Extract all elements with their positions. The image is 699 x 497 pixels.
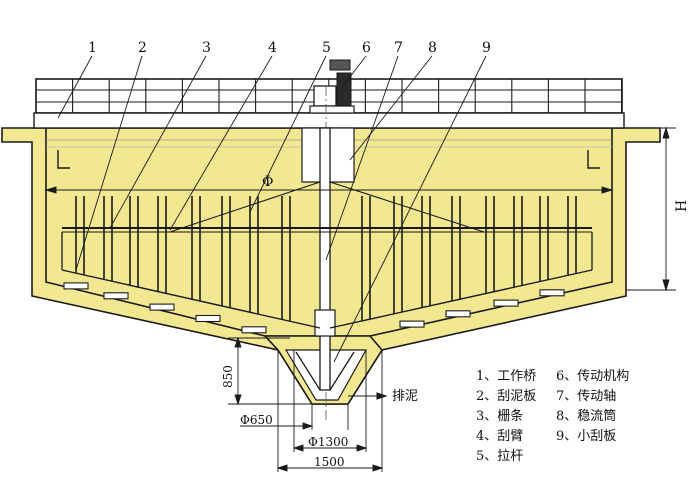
callout-number: 2: [138, 40, 147, 56]
drive-mechanism: [309, 59, 355, 114]
callout-leader: [339, 55, 367, 91]
width-1500-label: 1500: [314, 455, 345, 469]
legend-item: 2、刮泥板: [476, 389, 536, 404]
phi-1300-label: Φ1300: [308, 435, 348, 449]
scraper-blade: [399, 320, 425, 328]
diameter-symbol: Φ: [262, 174, 273, 190]
legend-item: 1、工作桥: [476, 369, 536, 384]
callout-number: 7: [394, 40, 403, 56]
legend-item: 6、传动机构: [556, 369, 629, 384]
bottom-dimensions: [240, 350, 384, 472]
callout-leader: [333, 55, 487, 363]
scraper-blade: [445, 310, 471, 318]
phi-650-label: Φ650: [240, 413, 273, 427]
scraper-blade: [493, 299, 519, 307]
callout-leader: [57, 55, 93, 119]
callout-number: 1: [88, 40, 97, 56]
scraper-blade: [149, 303, 175, 311]
legend-item: 8、稳流筒: [556, 408, 616, 424]
depth-850-label: 850: [221, 365, 235, 388]
callout-leader: [109, 55, 207, 229]
scraper-blade: [241, 326, 267, 334]
callout-number: 9: [482, 40, 491, 56]
callout-leader: [249, 55, 327, 213]
weir-right: [587, 150, 600, 169]
discharge-label: 排泥: [392, 389, 418, 404]
grid-bars: [75, 196, 577, 322]
callout-number: 5: [322, 40, 331, 56]
callout-number: 6: [362, 40, 371, 56]
height-dimension: [626, 126, 676, 292]
legend-item: 7、传动轴: [556, 389, 616, 404]
drive-shaft: [319, 127, 331, 391]
depth-dimension: [228, 336, 312, 406]
scraper-blade: [195, 314, 221, 323]
legend-item: 4、刮臂: [476, 429, 523, 444]
legend-item: 5、拉杆: [476, 449, 523, 464]
scraper-blade: [539, 289, 565, 297]
callout-leader: [75, 55, 143, 271]
callouts: 1 2 3 4 5 6 7 8 9: [57, 40, 491, 363]
callout-number: 4: [268, 40, 277, 56]
scraper-blades: [63, 282, 565, 334]
callout-leader: [325, 55, 399, 261]
legend-item: 3、栅条: [476, 408, 523, 424]
callout-leader: [169, 55, 273, 231]
diameter-dimension: [44, 186, 614, 194]
callout-number: 8: [428, 40, 437, 56]
callout-leader: [349, 55, 433, 161]
scraper-blade: [63, 282, 89, 290]
small-scraper: [295, 351, 355, 391]
height-symbol: H: [674, 200, 690, 212]
weir-left: [57, 150, 70, 169]
scraper-blade: [103, 292, 129, 300]
legend-item: 9、小刮板: [556, 429, 616, 444]
legend: 1、工作桥 2、刮泥板 3、栅条 4、刮臂 5、拉杆 6、传动机构 7、传动轴 8、稳流筒 9、…: [476, 369, 629, 464]
callout-number: 3: [202, 40, 211, 56]
discharge-arrow: [348, 392, 388, 400]
